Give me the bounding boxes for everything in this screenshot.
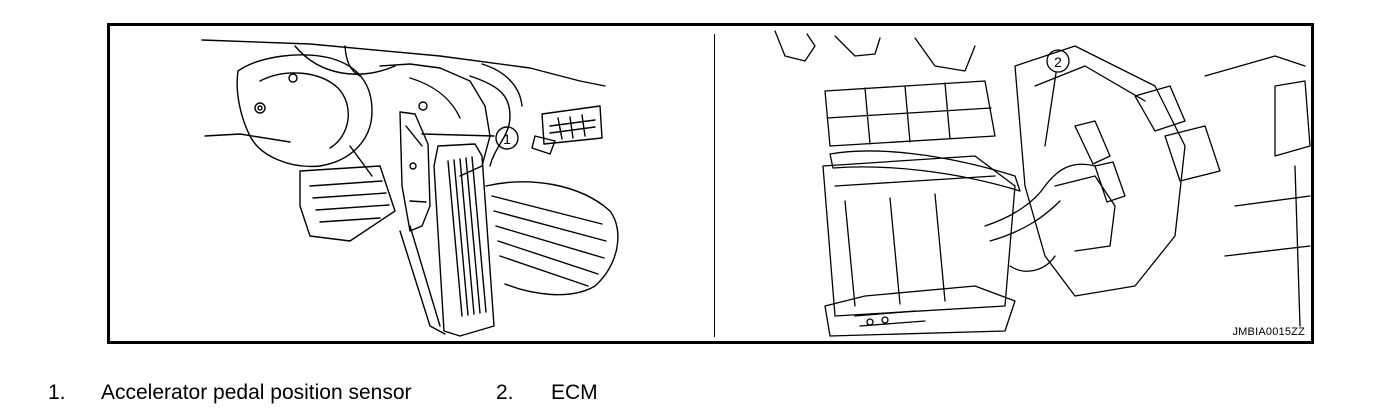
left-illustration: 1: [110, 26, 713, 341]
figure-code: JMBIA0015ZZ: [1232, 326, 1305, 338]
legend-item-1-label: Accelerator pedal position sensor: [101, 381, 412, 404]
figure-frame: 1: [107, 23, 1314, 344]
pedal-assembly-drawing: 1: [201, 39, 619, 337]
panel-divider: [714, 34, 715, 337]
legend-item-1-number: 1.: [48, 381, 66, 404]
callout-2-number: 2: [1054, 54, 1062, 70]
legend-item-2-number: 2.: [496, 381, 514, 404]
legend-item-2-label: ECM: [551, 381, 598, 404]
ecm-location-drawing: 2: [774, 30, 1311, 337]
callout-1-number: 1: [503, 131, 511, 147]
right-illustration: 2 JMBIA0015ZZ: [715, 26, 1311, 341]
